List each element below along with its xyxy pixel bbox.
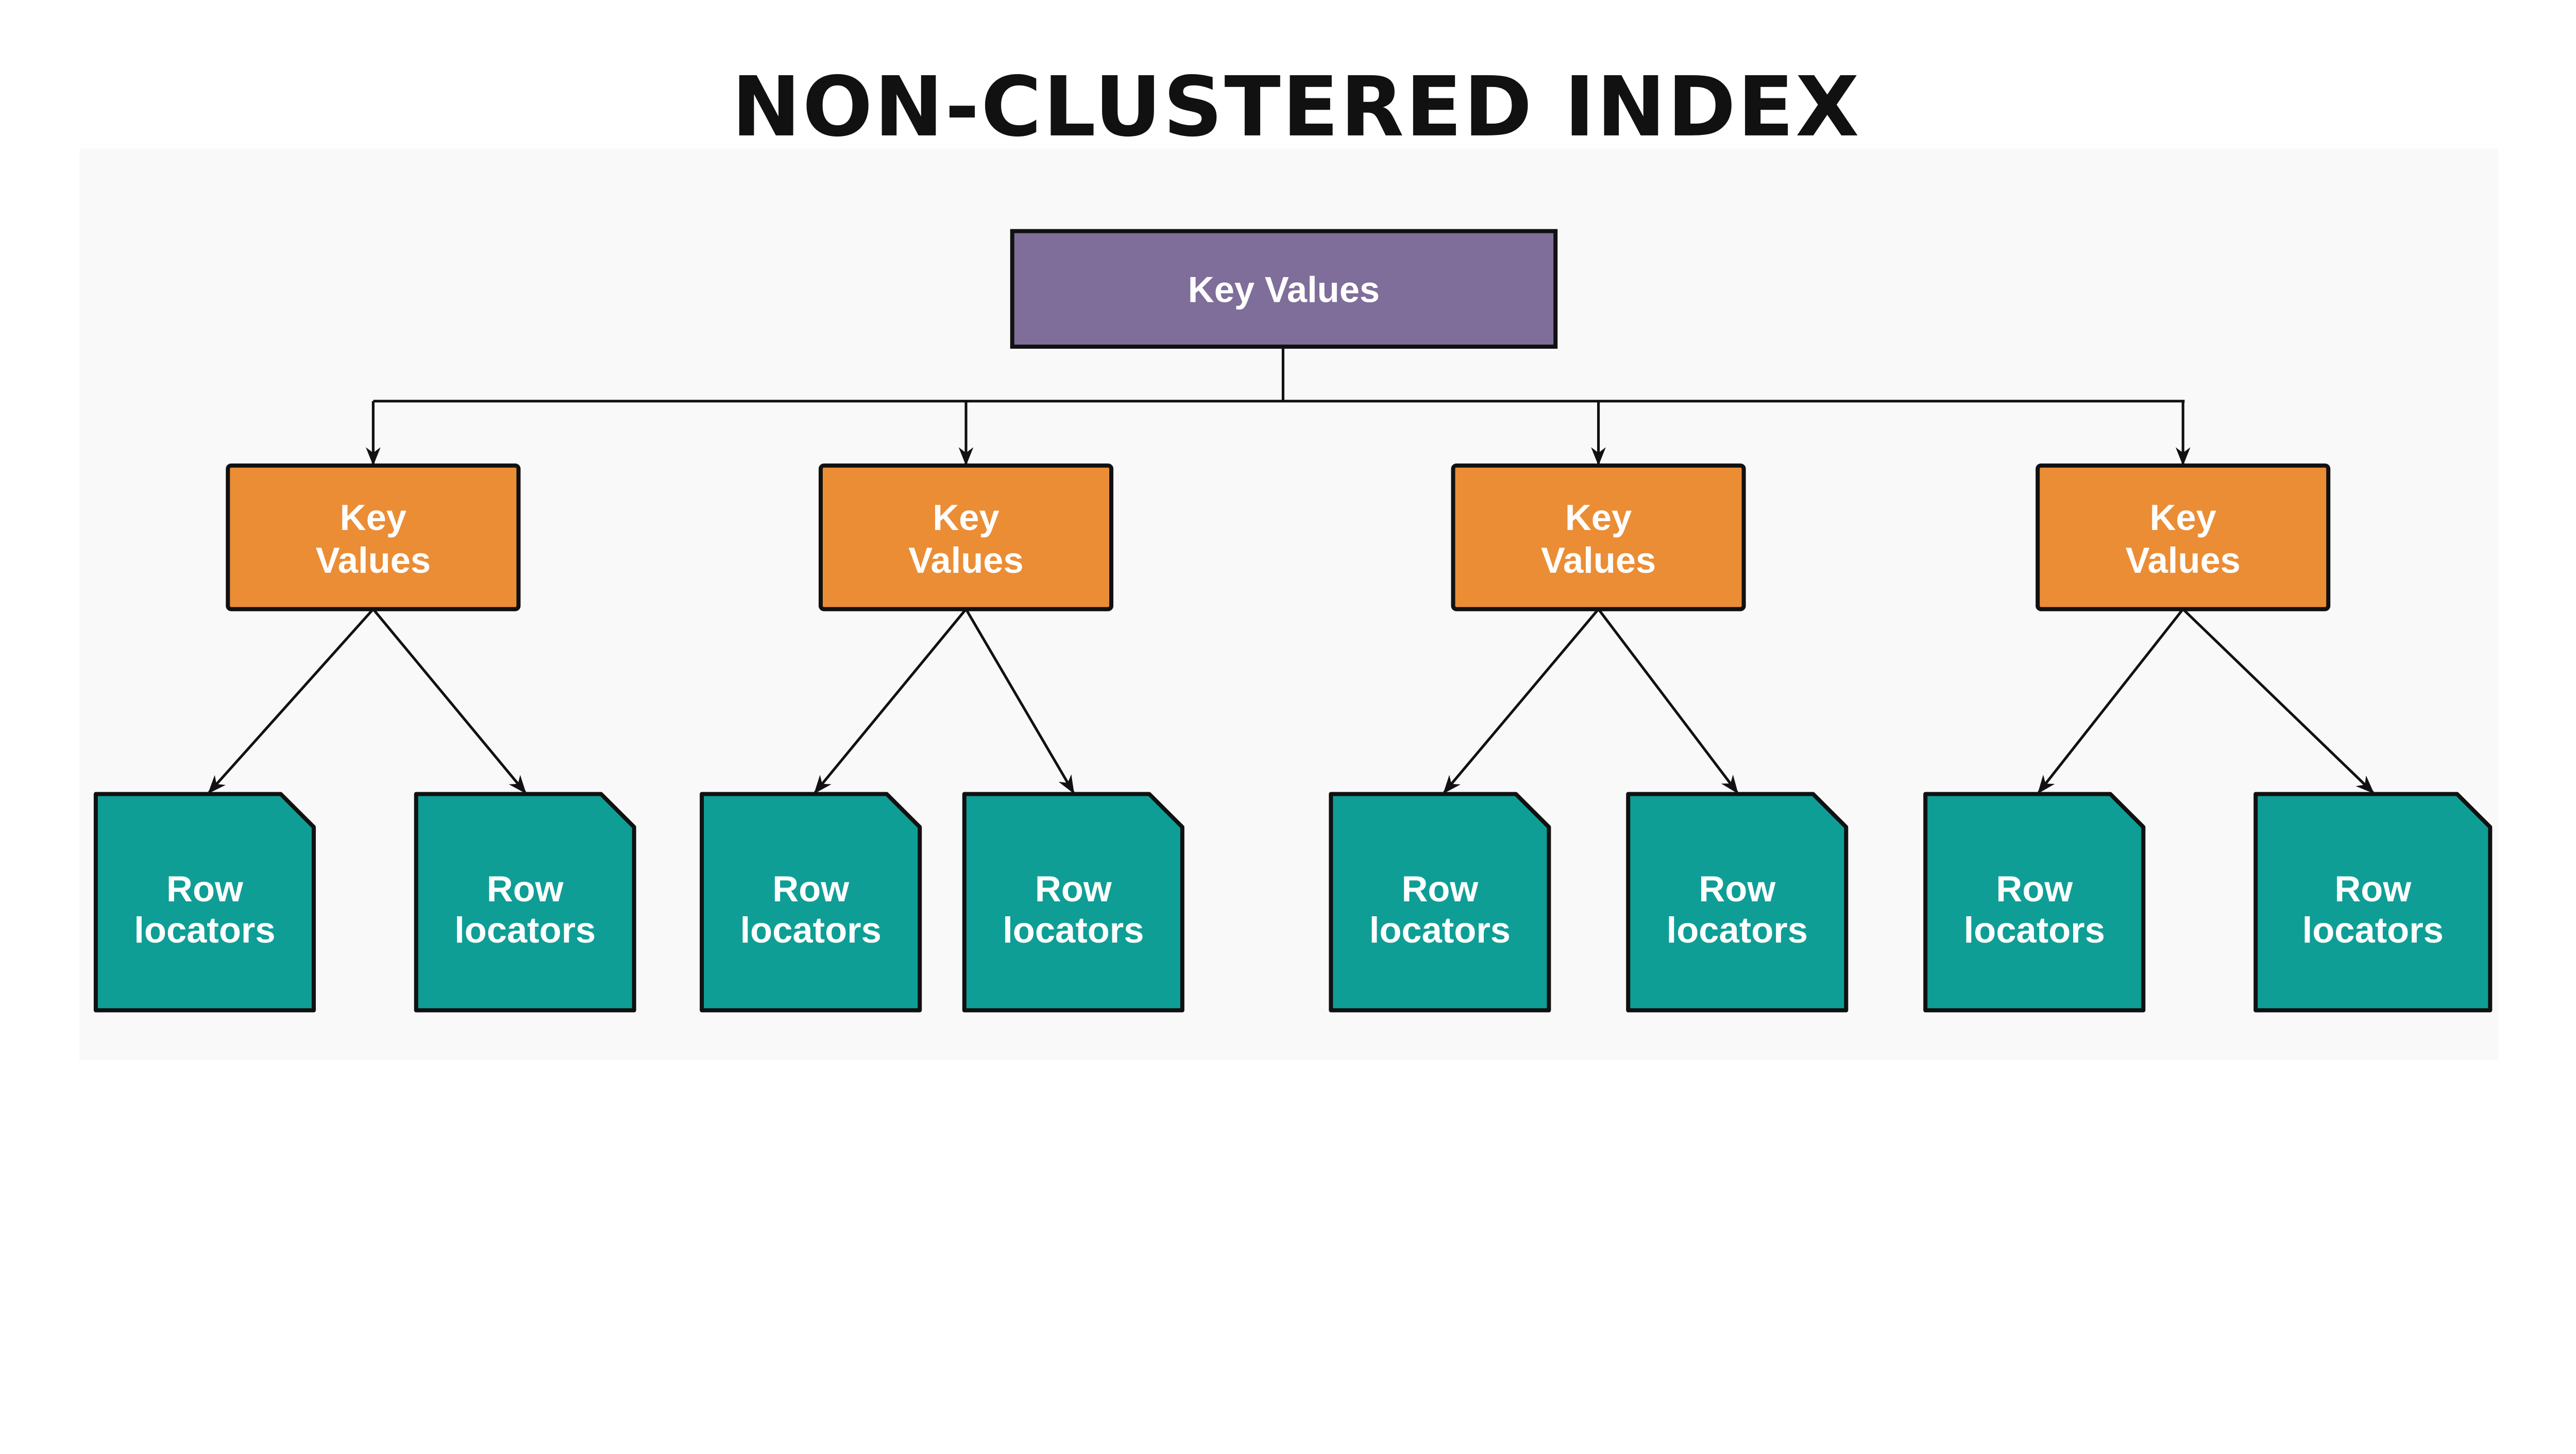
row-locators-label-line1: Row <box>2334 868 2411 909</box>
row-locators-page <box>700 792 922 1013</box>
key-values-label-line2: Values <box>316 540 431 580</box>
row-locators-label-line2: locators <box>1667 910 1808 950</box>
arrow-to-row-locators <box>2182 608 2375 794</box>
key-values-box <box>818 463 1114 611</box>
root-box <box>1010 229 1558 349</box>
row-locators-label-line2: locators <box>740 910 882 950</box>
row-locators-page <box>2253 792 2493 1013</box>
key-values-box <box>226 463 521 611</box>
key-values-label-line2: Values <box>1541 540 1656 580</box>
row-locators-label-line1: Row <box>772 868 849 909</box>
arrow-to-row-locators <box>814 608 967 794</box>
key-values-label-line1: Key <box>933 497 999 538</box>
row-locators-label-line1: Row <box>1996 868 2073 909</box>
row-locators-label-line2: locators <box>1964 910 2105 950</box>
row-locators-label-line1: Row <box>487 868 564 909</box>
branches: KeyValuesRowlocatorsRowlocatorsKeyValues… <box>93 463 2493 1013</box>
row-locators-page <box>414 792 636 1013</box>
row-locators-page <box>962 792 1184 1013</box>
root-label: Key Values <box>1188 269 1380 310</box>
row-locators-page <box>1626 792 1849 1013</box>
row-locators-label-line2: locators <box>1003 910 1144 950</box>
connectors <box>208 347 2375 794</box>
key-values-label-line1: Key <box>1565 497 1632 538</box>
row-locators-label-line1: Row <box>1035 868 1112 909</box>
diagram-title: NON-CLUSTERED INDEX <box>732 59 1861 155</box>
row-locators-label-line1: Row <box>1401 868 1478 909</box>
root-node: Key Values <box>1010 229 1558 349</box>
key-values-box <box>2036 463 2331 611</box>
row-locators-label-line2: locators <box>134 910 275 950</box>
key-values-label-line1: Key <box>340 497 406 538</box>
non-clustered-index-diagram: NON-CLUSTERED INDEX Key Values KeyValues… <box>93 58 2493 1013</box>
key-values-label-line1: Key <box>2149 497 2216 538</box>
arrow-to-row-locators <box>208 608 375 794</box>
arrow-to-row-locators <box>2037 608 2184 794</box>
row-locators-label-line1: Row <box>166 868 243 909</box>
arrow-to-row-locators <box>1597 608 1738 794</box>
row-locators-label-line2: locators <box>1369 910 1511 950</box>
row-locators-label-line2: locators <box>2302 910 2444 950</box>
arrow-to-row-locators <box>1443 608 1600 794</box>
arrow-to-row-locators <box>372 608 527 794</box>
key-values-box <box>1451 463 1746 611</box>
key-values-label-line2: Values <box>2125 540 2240 580</box>
row-locators-label-line1: Row <box>1699 868 1775 909</box>
row-locators-page <box>93 792 316 1013</box>
row-locators-page <box>1329 792 1551 1013</box>
key-values-label-line2: Values <box>908 540 1023 580</box>
row-locators-page <box>1923 792 2146 1013</box>
arrow-to-row-locators <box>964 608 1075 794</box>
row-locators-label-line2: locators <box>454 910 596 950</box>
